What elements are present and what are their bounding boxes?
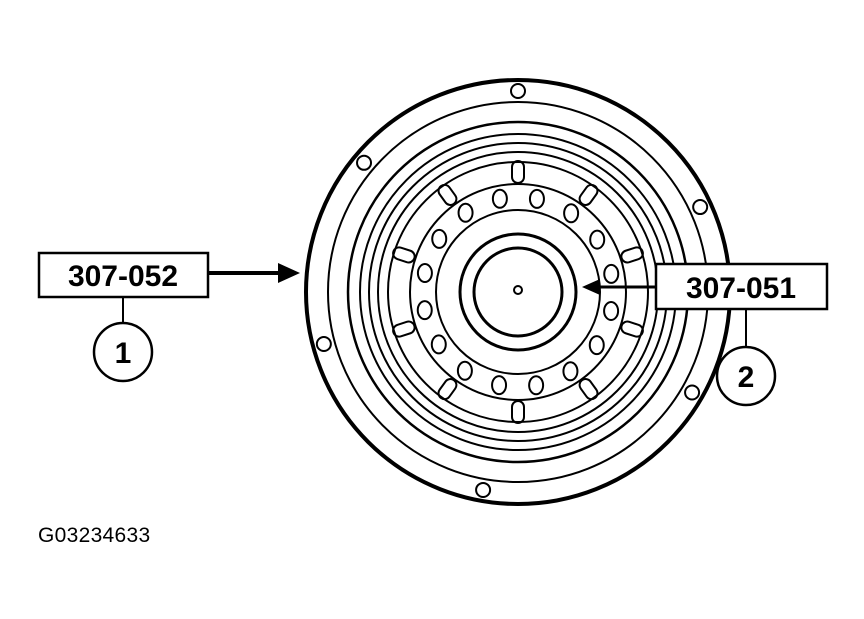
inner-hole	[603, 263, 620, 284]
callout-1-index: 1	[115, 337, 132, 370]
inner-hole	[588, 335, 605, 356]
body-ring-3	[368, 142, 668, 442]
callout-2-index-circle	[715, 345, 777, 407]
mounting-slot	[437, 183, 458, 206]
mounting-slot	[437, 378, 458, 401]
flange-bolt-hole	[356, 154, 373, 171]
callout-1-box	[37, 251, 210, 299]
callout-2-index: 2	[738, 361, 755, 394]
body-ring-4	[377, 151, 659, 433]
callout-2: 307-051 2	[582, 262, 829, 407]
inner-hole	[528, 375, 545, 396]
figure-id: G03234633	[38, 524, 151, 547]
callout-1-part-number: 307-052	[68, 260, 178, 293]
inner-hole	[589, 229, 606, 250]
mounting-slot	[392, 246, 416, 264]
mounting-slot	[392, 320, 416, 338]
hub-center-hole	[513, 285, 523, 295]
callout-2-box	[654, 262, 829, 311]
inner-hole	[562, 361, 579, 382]
inner-hole	[491, 375, 508, 396]
flange-bolt-hole	[692, 199, 709, 216]
flange-inner-edge	[327, 101, 709, 483]
inner-hole	[491, 188, 508, 209]
inner-hole	[528, 188, 545, 209]
inner-hole	[563, 203, 580, 224]
mounting-slot	[578, 183, 599, 206]
inner-hole	[456, 360, 473, 381]
inner-hole	[430, 334, 447, 355]
flange-bolt-hole	[315, 336, 332, 353]
flange-bolt-hole	[475, 481, 492, 498]
inner-hole	[416, 300, 433, 321]
mounting-slot	[511, 160, 525, 184]
mounting-slot	[620, 320, 644, 338]
inner-hole	[431, 228, 448, 249]
inner-hole	[457, 202, 474, 223]
body-ring-2	[359, 133, 677, 451]
inner-hole	[603, 300, 620, 321]
callout-1-arrowhead	[278, 263, 300, 283]
callout-2-part-number: 307-051	[686, 272, 796, 305]
flange-bolt-hole	[684, 384, 701, 401]
mounting-slot	[511, 400, 525, 424]
hub-inner	[472, 246, 564, 338]
callout-2-arrowhead	[582, 279, 600, 295]
callout-1: 307-052 1	[37, 251, 300, 383]
callout-1-index-circle	[92, 321, 154, 383]
flange-bolt-hole	[510, 83, 526, 99]
hub-outer	[458, 232, 578, 352]
body-ring-1	[346, 120, 690, 464]
body-ring-5	[387, 161, 649, 423]
mounting-slot	[578, 378, 599, 401]
inner-hole	[416, 263, 433, 284]
mounting-slot	[620, 246, 644, 264]
